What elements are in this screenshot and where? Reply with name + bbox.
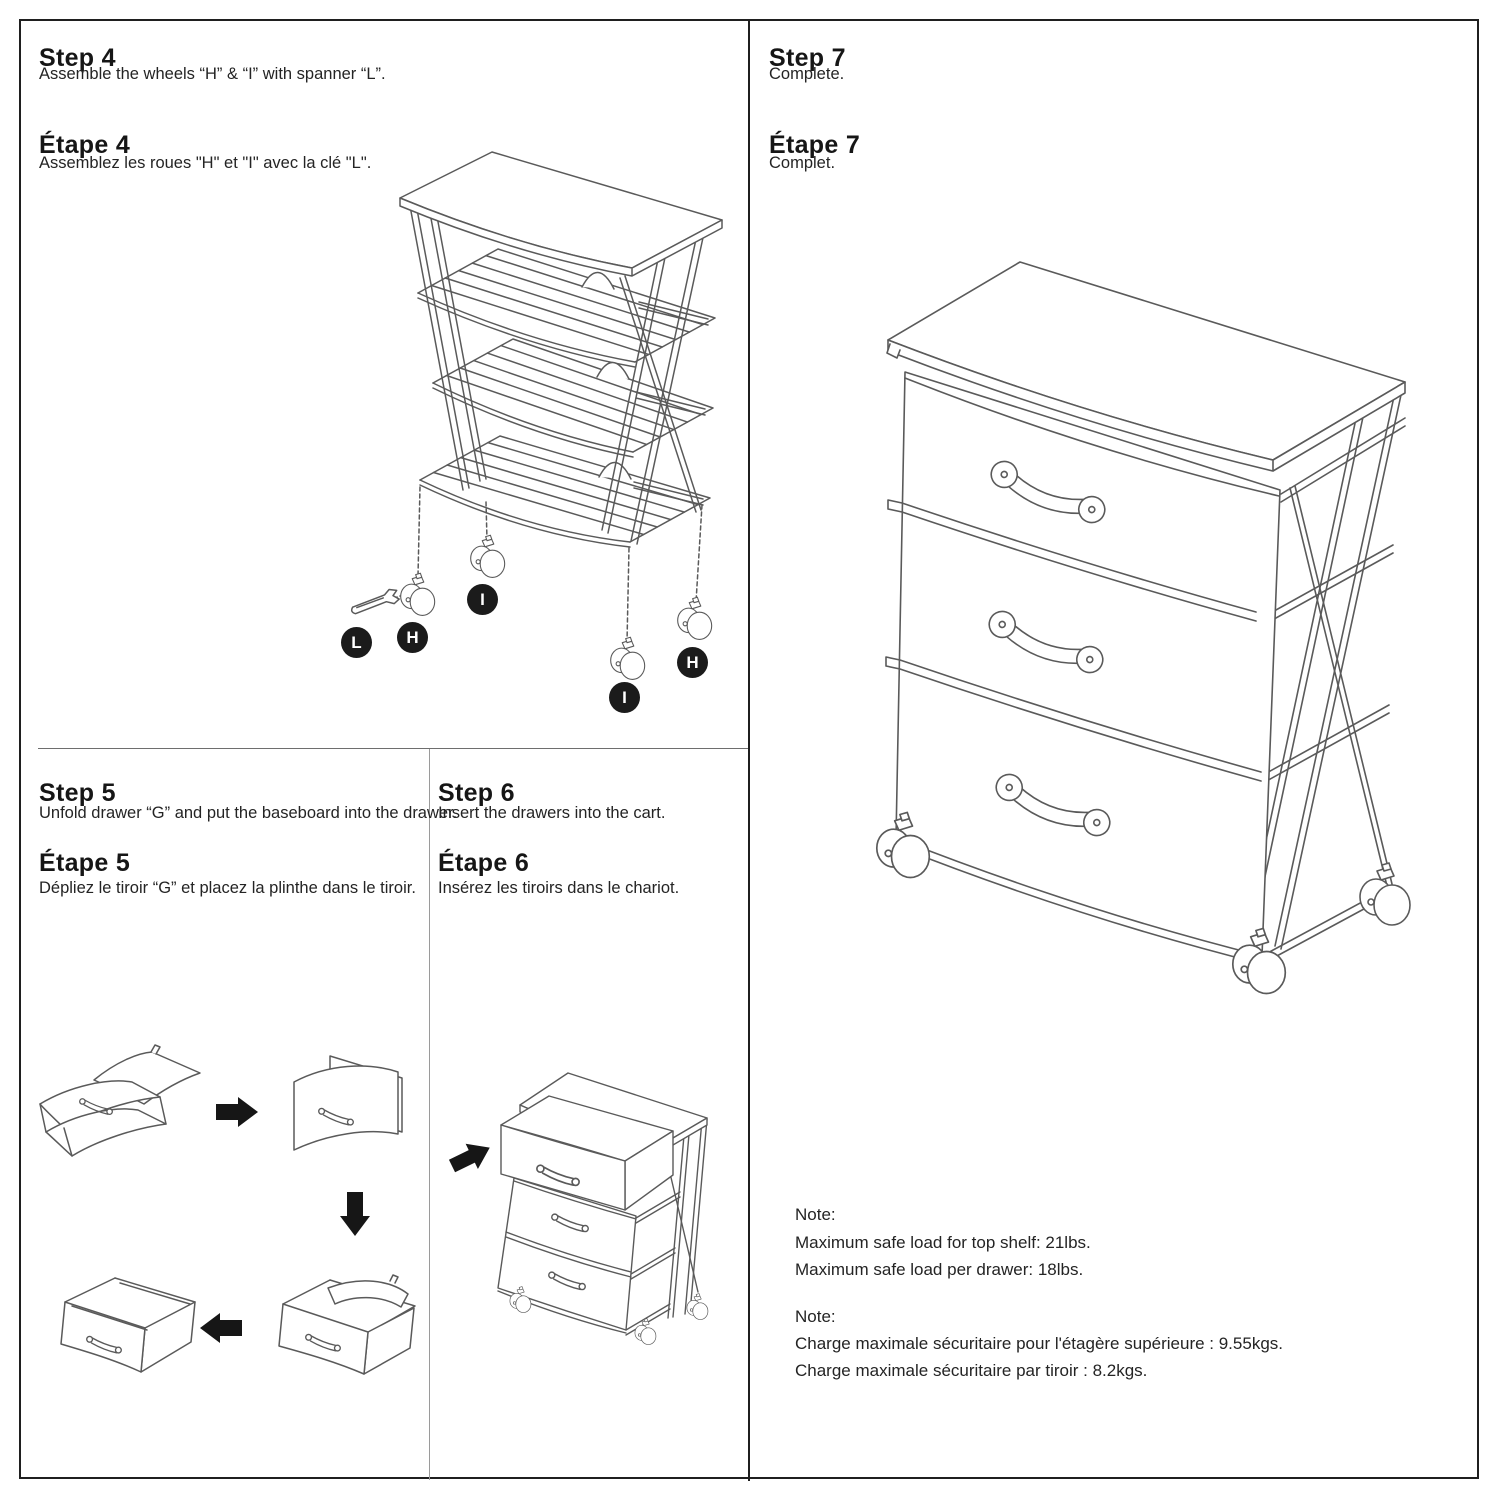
step6-insert-diagram bbox=[448, 1072, 709, 1345]
step5-caption-fr: Dépliez le tiroir “G” et placez la plint… bbox=[39, 879, 416, 897]
center-divider bbox=[748, 19, 750, 1481]
step5-unfold-diagram bbox=[39, 1044, 416, 1375]
step4-title-fr: Étape 4 bbox=[39, 131, 131, 159]
step4-title: Step 4 bbox=[39, 44, 116, 72]
step4-caption: Assemble the wheels “H” & “I” with spann… bbox=[39, 65, 386, 83]
arrow-insert-icon bbox=[448, 1143, 490, 1173]
caster-wheel-icon bbox=[470, 534, 506, 578]
part-label-i-1: I bbox=[467, 584, 498, 615]
note-en-heading: Note: bbox=[795, 1205, 836, 1224]
step7-title: Step 7 bbox=[769, 44, 846, 72]
spanner-icon bbox=[350, 588, 400, 615]
arrow-right-icon bbox=[216, 1097, 258, 1127]
step5-step6-divider bbox=[429, 749, 430, 1480]
step6-title-fr: Étape 6 bbox=[438, 849, 530, 877]
note-fr-heading: Note: bbox=[795, 1307, 836, 1326]
step7-title-fr: Étape 7 bbox=[769, 131, 861, 159]
part-label-h-2: H bbox=[677, 647, 708, 678]
step7-caption: Complete. bbox=[769, 65, 845, 83]
step5-caption: Unfold drawer “G” and put the baseboard … bbox=[39, 804, 458, 822]
caster-wheel-icon bbox=[1359, 862, 1411, 926]
note-en-line-1: Maximum safe load for top shelf: 21lbs. bbox=[795, 1233, 1091, 1252]
caster-wheel-icon bbox=[677, 596, 713, 640]
note-fr-line-2: Charge maximale sécuritaire par tiroir :… bbox=[795, 1361, 1148, 1380]
step5-title: Step 5 bbox=[39, 779, 116, 807]
step6-caption: Insert the drawers into the cart. bbox=[438, 804, 666, 822]
step6-title: Step 6 bbox=[438, 779, 515, 807]
arrow-down-icon bbox=[340, 1192, 370, 1236]
step4-caption-fr: Assemblez les roues "H" et "I" avec la c… bbox=[39, 154, 372, 172]
note-en-line-2: Maximum safe load per drawer: 18lbs. bbox=[795, 1260, 1084, 1279]
note-fr-line-1: Charge maximale sécuritaire pour l'étagè… bbox=[795, 1334, 1283, 1353]
step7-caption-fr: Complet. bbox=[769, 154, 836, 172]
part-label-i-2: I bbox=[609, 682, 640, 713]
step5-title-fr: Étape 5 bbox=[39, 849, 131, 877]
step4-frame-diagram bbox=[350, 151, 723, 680]
step7-complete-diagram bbox=[875, 261, 1411, 995]
caster-wheel-icon bbox=[400, 572, 436, 616]
caster-wheel-icon bbox=[686, 1293, 709, 1320]
part-label-l: L bbox=[341, 627, 372, 658]
part-label-h-1: H bbox=[397, 622, 428, 653]
horizontal-divider bbox=[38, 748, 748, 749]
caster-wheel-icon bbox=[610, 636, 646, 680]
step6-caption-fr: Insérez les tiroirs dans le chariot. bbox=[438, 879, 680, 897]
arrow-left-icon bbox=[200, 1313, 242, 1343]
